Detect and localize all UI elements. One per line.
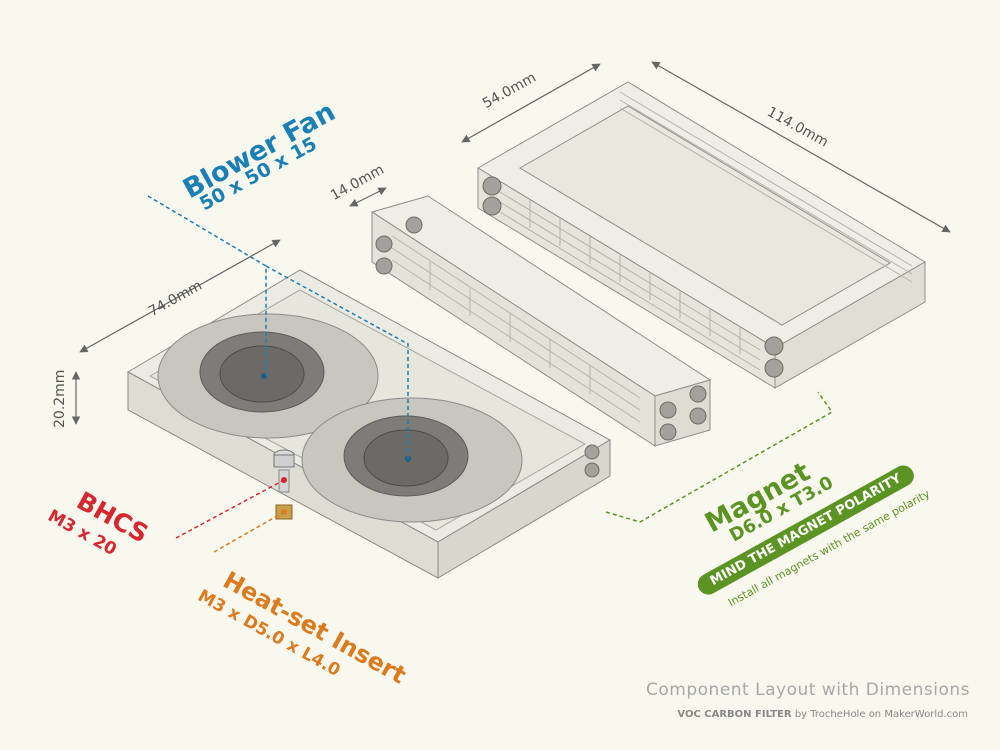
credit-product: VOC CARBON FILTER [677, 709, 792, 720]
dimension-arrows [71, 61, 951, 425]
insert-marker-dot [281, 509, 287, 515]
credit-author: TrocheHole [810, 709, 866, 720]
bhcs-marker-dot [281, 477, 287, 483]
blower-fan-right [301, 397, 523, 523]
dimension-20mm: 20.2mm [52, 369, 68, 428]
leader-lines [147, 195, 834, 553]
credit-on: on [868, 709, 882, 720]
credit-site: MakerWorld.com [884, 709, 968, 720]
footer-title: Component Layout with Dimensions [646, 680, 970, 700]
credit-by: by [794, 709, 808, 720]
magnets [375, 176, 784, 478]
footer-credit: VOC CARBON FILTER by TrocheHole on Maker… [677, 709, 968, 720]
middle-frame [370, 195, 712, 447]
